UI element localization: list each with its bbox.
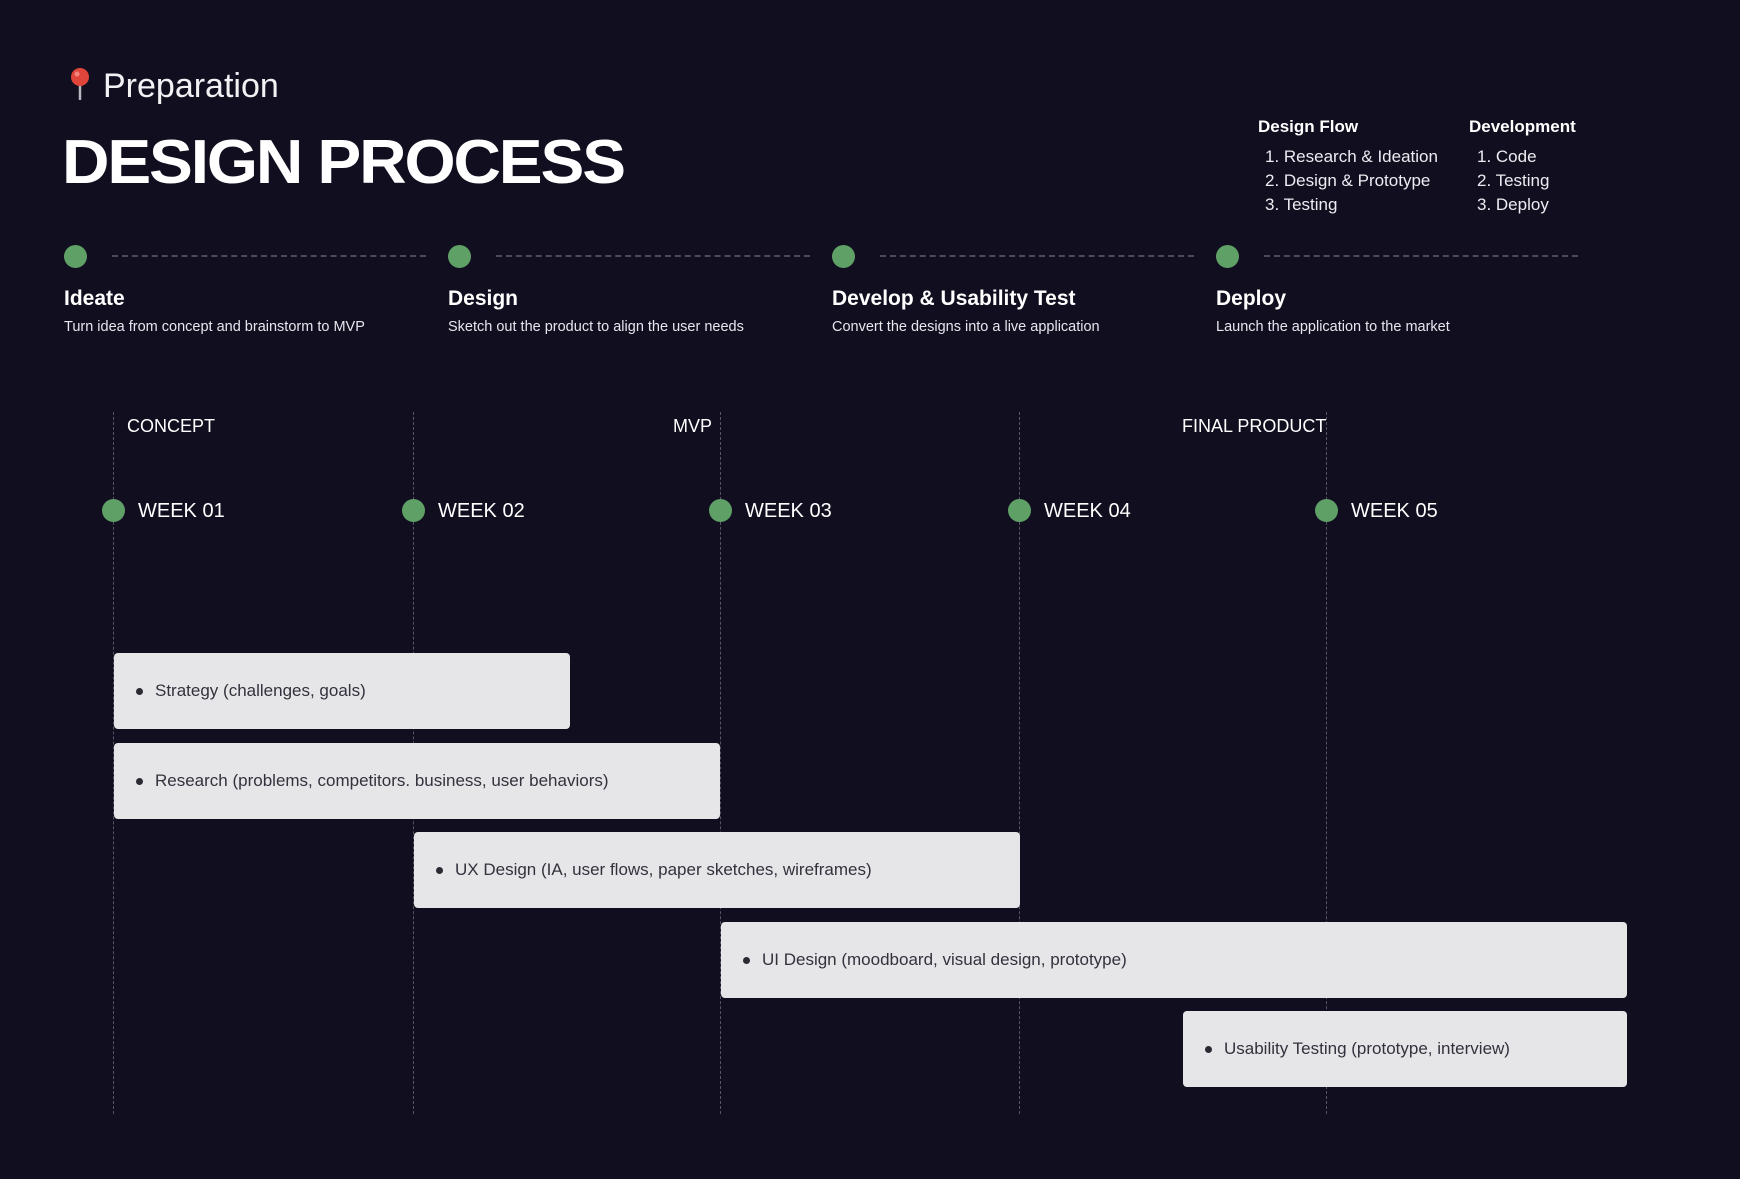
phase-description-develop: Convert the designs into a live applicat… bbox=[832, 319, 1100, 335]
week-dot bbox=[1315, 499, 1338, 522]
legend-item: 1. Code bbox=[1477, 147, 1537, 166]
task-bar-ux-design: UX Design (IA, user flows, paper sketche… bbox=[414, 832, 1020, 908]
milestone-concept: CONCEPT bbox=[127, 416, 216, 436]
milestone-mvp: MVP bbox=[673, 416, 713, 436]
phase-title-design: Design bbox=[448, 287, 519, 310]
legend-development: Development 1. Code 2. Testing 3. Deploy bbox=[1469, 116, 1576, 217]
phase-description-ideate: Turn idea from concept and brainstorm to… bbox=[64, 319, 365, 335]
bullet-icon bbox=[436, 866, 443, 874]
legend-item: 2. Testing bbox=[1477, 171, 1550, 190]
week-guideline bbox=[1326, 412, 1327, 1114]
week-dot bbox=[709, 499, 732, 522]
phase-title-deploy: Deploy bbox=[1216, 287, 1287, 310]
task-label: Research (problems, competitors. busines… bbox=[155, 771, 609, 790]
week-dot bbox=[402, 499, 425, 522]
phase-description-deploy: Launch the application to the market bbox=[1216, 319, 1450, 335]
phase-dot bbox=[1216, 245, 1239, 268]
legend-heading: Design Flow bbox=[1258, 117, 1359, 136]
week-label: WEEK 04 bbox=[1044, 500, 1131, 522]
task-bar-research: Research (problems, competitors. busines… bbox=[114, 743, 720, 819]
bullet-icon bbox=[136, 777, 143, 785]
week-label: WEEK 02 bbox=[438, 500, 525, 522]
phase-dot bbox=[832, 245, 855, 268]
section-label: Preparation bbox=[103, 67, 279, 105]
bullet-icon bbox=[136, 687, 143, 695]
task-label: UI Design (moodboard, visual design, pro… bbox=[762, 950, 1127, 969]
week-guideline bbox=[720, 412, 721, 1114]
map-pin-icon bbox=[71, 68, 89, 100]
legend-item: 3. Deploy bbox=[1477, 195, 1549, 214]
phase-connector bbox=[496, 255, 810, 257]
week-guideline bbox=[1019, 412, 1020, 1114]
legend-list: 1. Code 2. Testing 3. Deploy bbox=[1469, 145, 1576, 217]
legend-design-flow: Design Flow 1. Research & Ideation 2. De… bbox=[1258, 116, 1438, 217]
task-bar-ui-design: UI Design (moodboard, visual design, pro… bbox=[721, 922, 1627, 998]
milestone-final-product: FINAL PRODUCT bbox=[1182, 416, 1327, 436]
phase-description-design: Sketch out the product to align the user… bbox=[448, 319, 744, 335]
task-label: Strategy (challenges, goals) bbox=[155, 681, 366, 700]
phase-title-ideate: Ideate bbox=[64, 287, 125, 310]
week-label: WEEK 03 bbox=[745, 500, 832, 522]
week-label: WEEK 01 bbox=[138, 500, 225, 522]
legend-heading: Development bbox=[1469, 117, 1576, 136]
week-label: WEEK 05 bbox=[1351, 500, 1438, 522]
phase-dot bbox=[64, 245, 87, 268]
legend-item: 1. Research & Ideation bbox=[1265, 147, 1438, 166]
task-label: UX Design (IA, user flows, paper sketche… bbox=[455, 860, 872, 879]
phase-connector bbox=[1264, 255, 1578, 257]
week-guideline bbox=[113, 412, 114, 1114]
task-label: Usability Testing (prototype, interview) bbox=[1224, 1039, 1510, 1058]
phase-connector bbox=[880, 255, 1194, 257]
week-dot bbox=[1008, 499, 1031, 522]
bullet-icon bbox=[743, 956, 750, 964]
page-title: DESIGN PROCESS bbox=[62, 128, 626, 197]
phase-title-develop: Develop & Usability Test bbox=[832, 287, 1076, 310]
phase-connector bbox=[112, 255, 426, 257]
bullet-icon bbox=[1205, 1045, 1212, 1053]
phase-dot bbox=[448, 245, 471, 268]
task-bar-usability-testing: Usability Testing (prototype, interview) bbox=[1183, 1011, 1627, 1087]
week-dot bbox=[102, 499, 125, 522]
legend-item: 2. Design & Prototype bbox=[1265, 171, 1431, 190]
legend-list: 1. Research & Ideation 2. Design & Proto… bbox=[1258, 145, 1438, 217]
task-bar-strategy: Strategy (challenges, goals) bbox=[114, 653, 570, 729]
legend-item: 3. Testing bbox=[1265, 195, 1338, 214]
